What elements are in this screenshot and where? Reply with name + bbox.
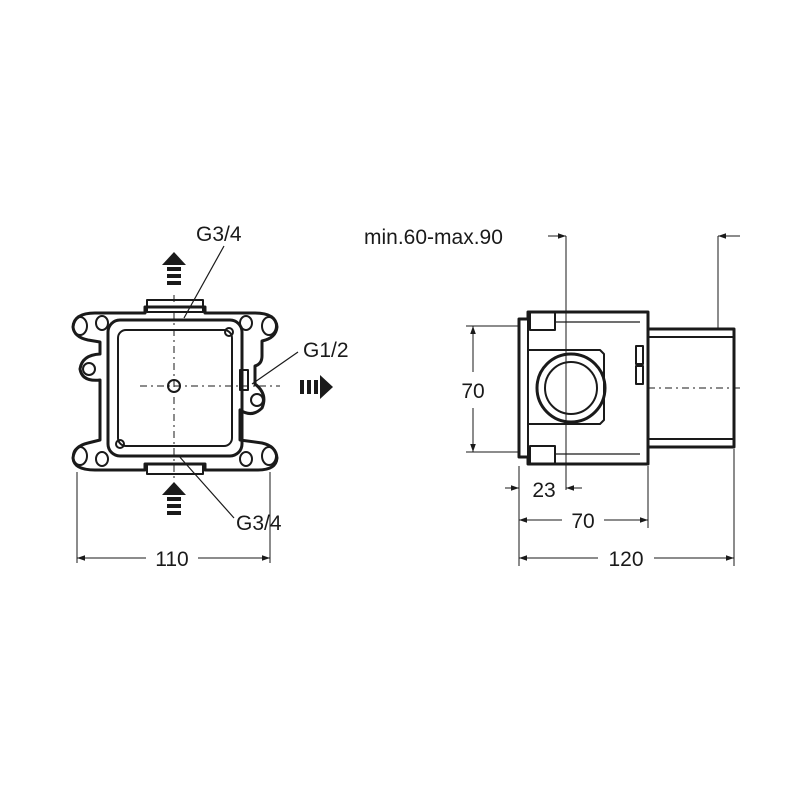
leader-top-port xyxy=(183,245,225,319)
top-port-stub xyxy=(146,299,204,313)
outlet-arrow-right-icon xyxy=(300,375,333,399)
dim-side-offset: 23 xyxy=(532,479,555,502)
side-view: min.60-max.90 70 23 70 120 xyxy=(364,226,742,571)
label-bottom-port: G3/4 xyxy=(236,512,282,535)
label-top-port: G3/4 xyxy=(196,223,242,246)
screw-tr xyxy=(224,327,234,337)
front-view: G3/4 G1/2 G3/4 110 xyxy=(71,223,349,571)
outlet-circle-outer xyxy=(535,352,607,424)
leader-side-port xyxy=(251,351,299,385)
side-body xyxy=(517,310,650,466)
dim-side-height: 70 xyxy=(461,380,484,403)
mounting-hole-tl xyxy=(72,316,88,336)
bottom-port-stub xyxy=(146,463,204,475)
dim-wall-depth: min.60-max.90 xyxy=(364,226,503,249)
screw-bl xyxy=(115,439,125,449)
mounting-hole-br2 xyxy=(239,451,253,467)
inlet-arrow-up-icon xyxy=(162,482,186,515)
body-inner xyxy=(117,329,233,447)
side-lug-hole-left xyxy=(82,362,96,376)
mounting-hole-br xyxy=(261,446,277,466)
dim-side-total-depth: 120 xyxy=(608,548,643,571)
top-flange xyxy=(529,312,556,331)
side-port-stub xyxy=(239,369,249,391)
mounting-hole-bl2 xyxy=(95,451,109,467)
dim-side-body-depth: 70 xyxy=(571,510,594,533)
body-frame xyxy=(106,318,244,458)
side-lug-hole-right xyxy=(250,393,264,407)
outlet-arrow-up-icon xyxy=(162,252,186,285)
leader-bottom-port xyxy=(177,454,235,519)
dim-front-width: 110 xyxy=(155,548,188,571)
label-side-port: G1/2 xyxy=(303,339,349,362)
mounting-hole-tl2 xyxy=(95,315,109,331)
mounting-hole-tr xyxy=(261,316,277,336)
mounting-bracket xyxy=(71,305,279,472)
outlet-circle-inner xyxy=(544,361,598,415)
bottom-flange xyxy=(529,445,556,464)
mounting-hole-bl xyxy=(72,446,88,466)
